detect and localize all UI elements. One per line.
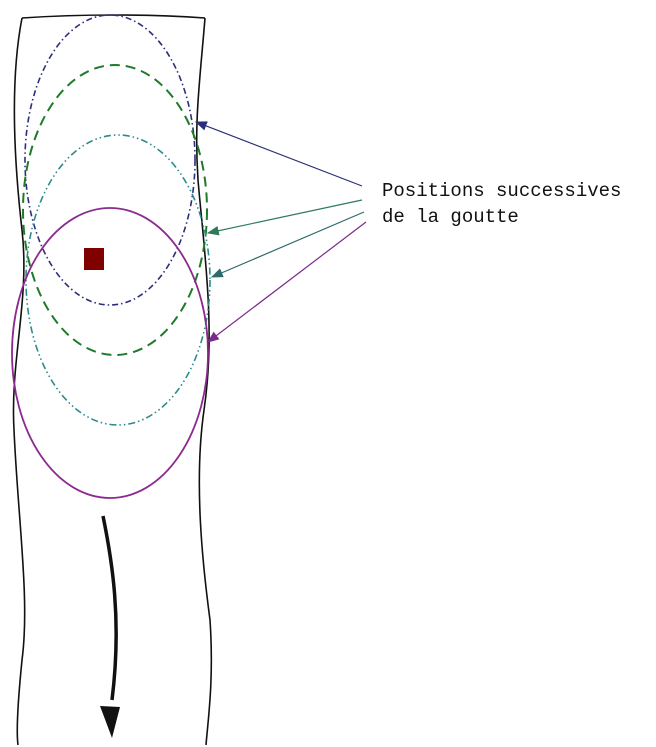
annotation-line-2: de la goutte — [382, 206, 519, 228]
square-marker — [84, 248, 104, 270]
pointer-line-3 — [210, 211, 365, 278]
drop-position-3 — [25, 134, 211, 426]
annotation-label: Positions successives de la goutte — [382, 178, 621, 230]
annotation-line-1: Positions successives — [382, 180, 622, 202]
drop-position-1 — [24, 14, 196, 306]
drop-position-4 — [11, 207, 209, 499]
pointer-line-4 — [207, 221, 367, 343]
pointer-line-1 — [194, 121, 363, 187]
pointer-line-2 — [206, 199, 363, 236]
channel-wall-right — [195, 17, 213, 746]
down-arrow-icon — [101, 515, 118, 701]
down-arrow-head — [100, 706, 120, 738]
channel-wall-left — [12, 17, 26, 746]
drop-position-2 — [22, 64, 208, 356]
